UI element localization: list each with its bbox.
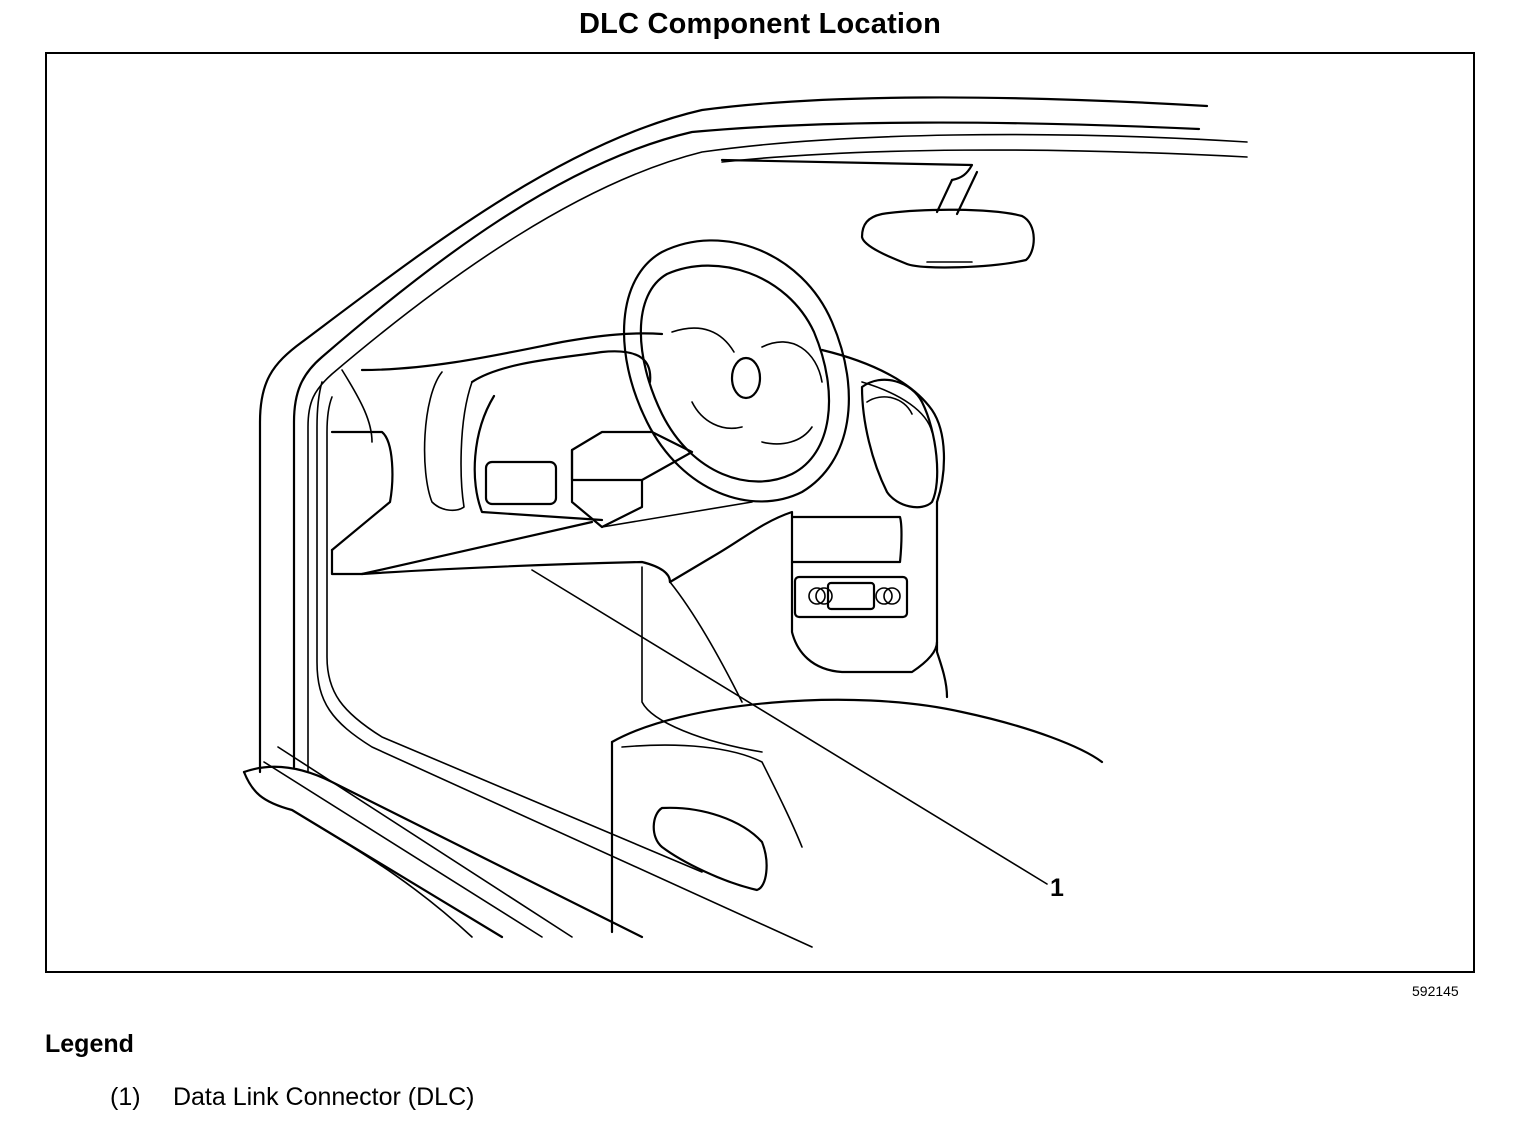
driver-seat [610, 698, 1104, 934]
dlc-connector [808, 581, 901, 611]
door-sill [242, 746, 644, 939]
dashboard [330, 332, 949, 753]
steering-wheel [623, 239, 850, 503]
right-vent [860, 378, 939, 509]
legend-item-number: (1) [110, 1083, 141, 1111]
figure-title: DLC Component Location [578, 8, 942, 40]
legend-item-label: Data Link Connector (DLC) [172, 1083, 475, 1111]
figure-frame: 1 [45, 52, 1475, 973]
windshield-frame [258, 96, 1248, 948]
figure-id: 592145 [1412, 983, 1459, 999]
callout-number-1: 1 [1050, 874, 1064, 902]
rearview-mirror [720, 158, 1035, 269]
legend-item: (1) Data Link Connector (DLC) [110, 1083, 474, 1112]
vehicle-interior-illustration: 1 [242, 96, 1248, 948]
callout-leader [531, 569, 1048, 885]
legend-heading: Legend [45, 1030, 134, 1058]
